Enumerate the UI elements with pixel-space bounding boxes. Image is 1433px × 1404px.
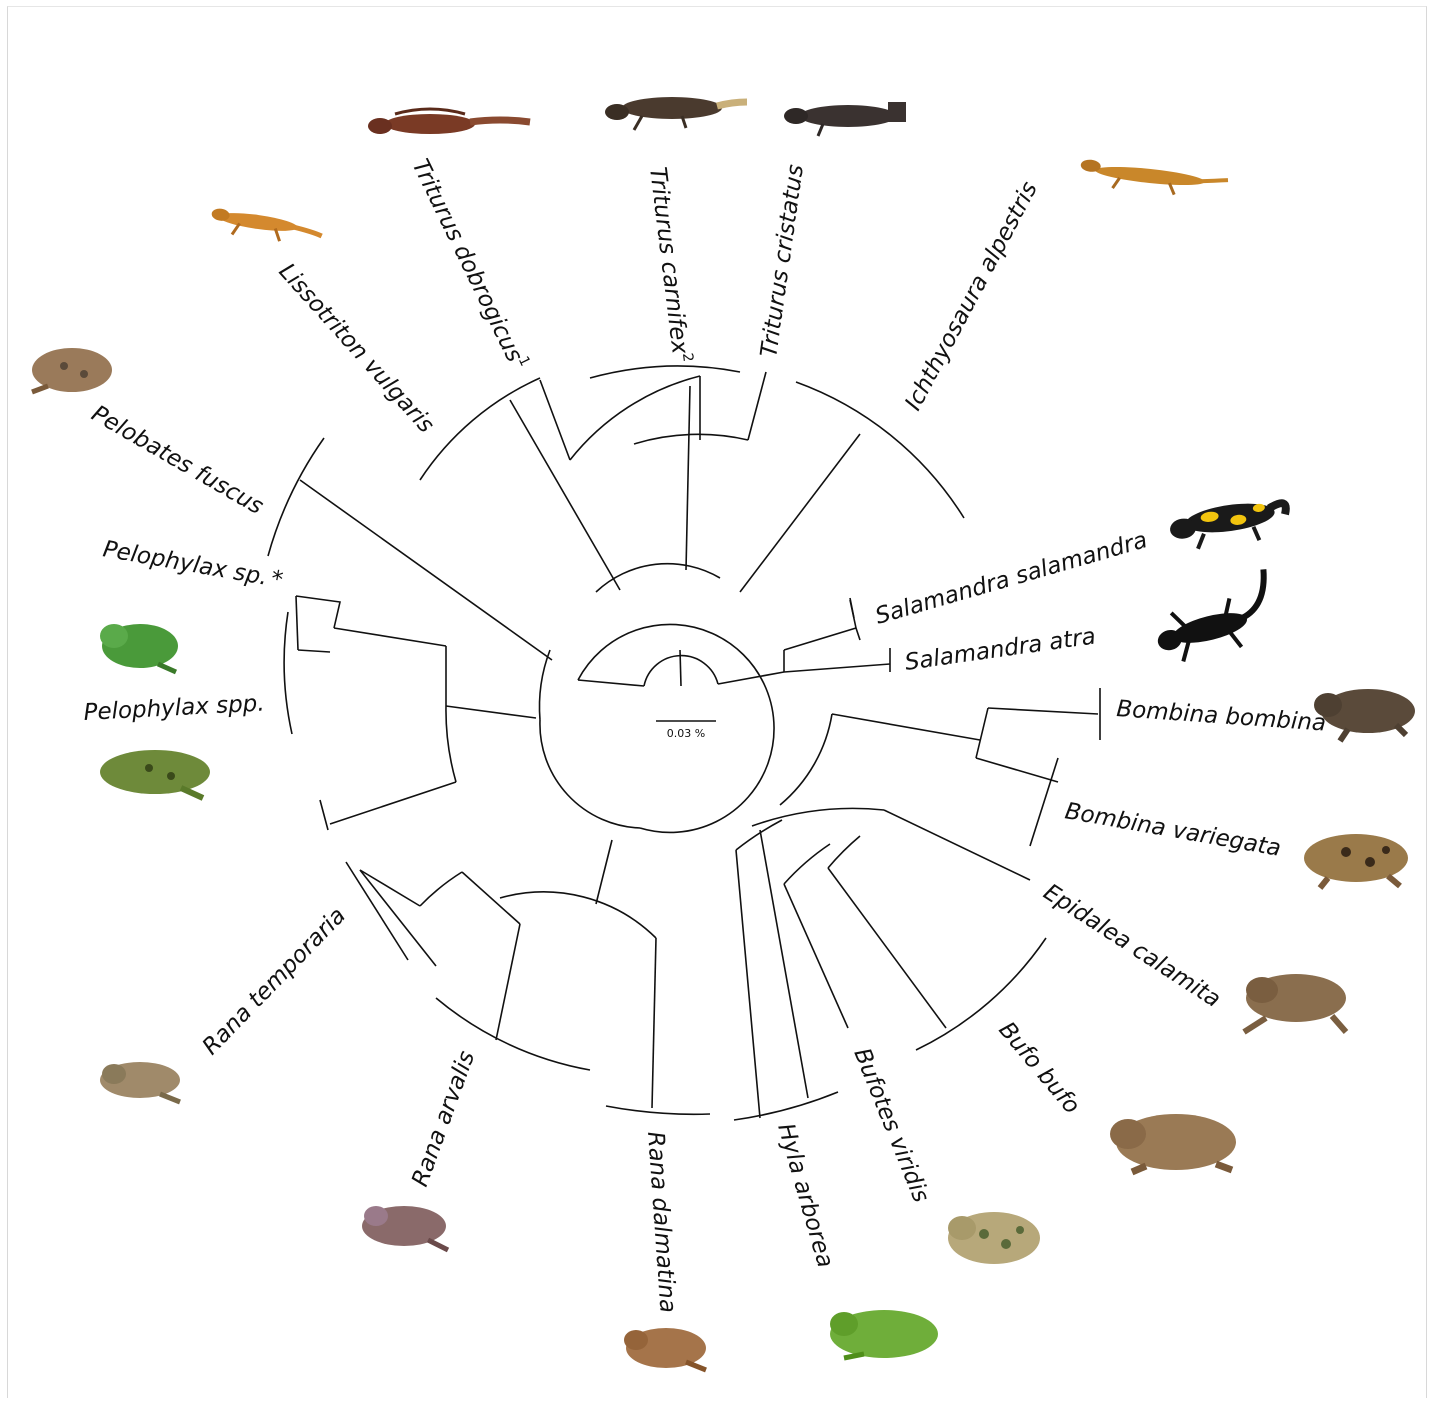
- figure-frame: [7, 6, 1427, 1398]
